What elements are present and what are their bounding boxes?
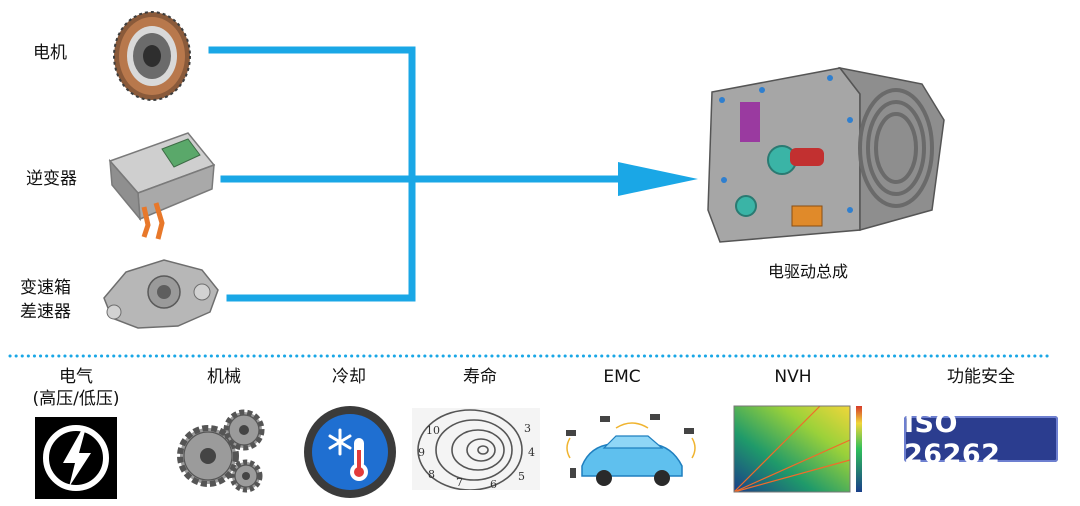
svg-text:9: 9 xyxy=(418,446,425,459)
component-label-gearbox: 变速箱 差速器 xyxy=(20,278,71,322)
category-label-cooling: 冷却 xyxy=(332,367,366,387)
inverter-icon xyxy=(108,132,216,240)
edrive-assembly-icon xyxy=(707,66,945,243)
iso-26262-badge: ISO 26262 xyxy=(904,408,1058,470)
svg-text:8: 8 xyxy=(428,468,435,481)
car-emc-icon xyxy=(566,414,696,486)
nvh-spectrogram-icon xyxy=(720,400,866,500)
component-label-motor: 电机 xyxy=(33,43,67,63)
category-label-emc: EMC xyxy=(603,367,641,387)
svg-text:6: 6 xyxy=(490,478,497,490)
category-label-electrical: 电气 (高压/低压) xyxy=(32,367,120,409)
lightning-icon xyxy=(35,417,117,499)
snowflake-thermometer-icon xyxy=(304,406,396,498)
category-label-lifetime: 寿命 xyxy=(463,367,497,387)
motor-icon xyxy=(113,11,191,101)
category-label-functional-safety: 功能安全 xyxy=(947,367,1015,387)
gears-icon xyxy=(177,409,265,493)
component-label-inverter: 逆变器 xyxy=(26,169,77,189)
svg-text:4: 4 xyxy=(528,446,535,459)
section-divider xyxy=(8,354,1052,358)
category-label-mechanical: 机械 xyxy=(207,367,241,387)
svg-text:3: 3 xyxy=(524,422,531,435)
assembly-label: 电驱动总成 xyxy=(768,262,849,281)
svg-text:10: 10 xyxy=(426,424,440,437)
category-label-nvh: NVH xyxy=(774,367,812,387)
gearbox-icon xyxy=(103,259,219,329)
svg-text:5: 5 xyxy=(518,470,525,483)
flow-connector xyxy=(208,46,698,302)
svg-text:7: 7 xyxy=(456,476,463,489)
